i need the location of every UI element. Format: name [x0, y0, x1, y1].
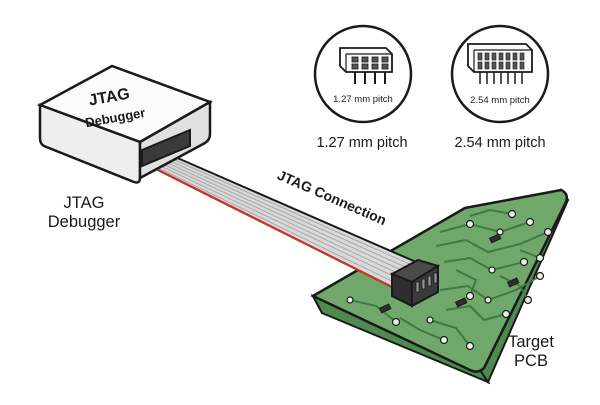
pitch-large-inset-label: 2.54 mm pitch [470, 95, 530, 106]
target-caption-line2: PCB [514, 352, 548, 370]
pitch-small-inset-label: 1.27 mm pitch [333, 94, 393, 105]
target-caption-line1: Target [508, 333, 554, 351]
pitch-small-caption: 1.27 mm pitch [316, 135, 407, 151]
target-pcb [310, 187, 570, 385]
debugger-caption-line2: Debugger [48, 213, 121, 231]
pcb-traces [349, 208, 549, 347]
debugger-caption-line1: JTAG [64, 194, 105, 212]
pcb-board [310, 188, 569, 373]
pcb-components [378, 233, 520, 314]
target-header-connector [389, 258, 441, 308]
debugger-port [141, 128, 191, 168]
pitch-inset-large: 2.54 mm pitch [450, 24, 550, 124]
jtag-debugger-box: JTAG Debugger [36, 64, 213, 184]
red-wire-indicator [149, 165, 403, 293]
pitch-large-caption: 2.54 mm pitch [454, 135, 545, 151]
pitch-inset-small: 1.27 mm pitch [313, 24, 413, 124]
pcb-vias [346, 209, 553, 351]
debugger-box-label-line1: JTAG [87, 86, 131, 110]
